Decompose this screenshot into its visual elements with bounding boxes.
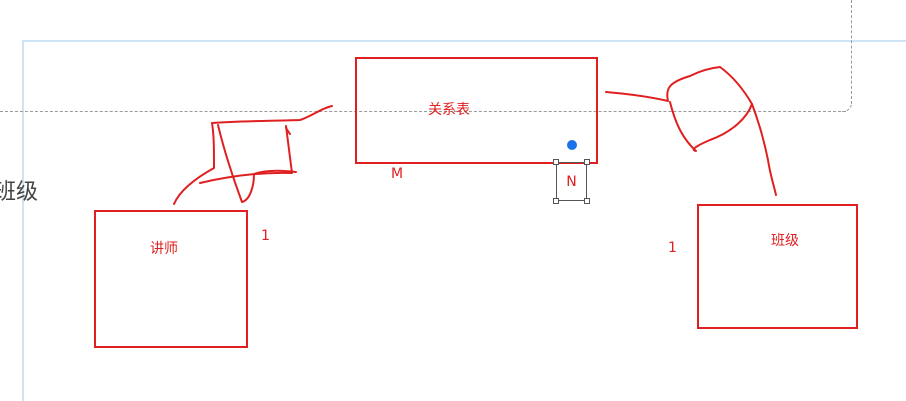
resize-handle-bottom-right[interactable] — [584, 198, 590, 204]
cropped-side-text: 班级 — [0, 180, 39, 205]
relation-entity-label: 关系表 — [428, 102, 470, 118]
teacher-one-label: 1 — [261, 228, 270, 244]
class-entity-box[interactable] — [697, 204, 858, 329]
resize-handle-top-left[interactable] — [553, 159, 559, 165]
canvas-frame-left — [22, 40, 24, 401]
class-entity-label: 班级 — [771, 233, 799, 249]
resize-handle-top-right[interactable] — [584, 159, 590, 165]
teacher-entity-label: 讲师 — [150, 241, 178, 257]
connector-teacher-relation-inner — [217, 124, 297, 203]
dashed-frame-bottom — [0, 111, 846, 112]
connector-relation-class — [605, 66, 753, 152]
connector-relation-class-tail — [751, 103, 777, 196]
connector-teacher-relation-tick — [285, 127, 291, 135]
canvas-frame-top — [22, 40, 906, 42]
relation-n-label: N — [566, 173, 577, 190]
rotate-handle-dot[interactable] — [567, 140, 577, 150]
teacher-entity-box[interactable] — [94, 210, 248, 348]
relation-m-label: M — [391, 166, 404, 182]
class-one-label: 1 — [668, 240, 677, 256]
resize-handle-bottom-left[interactable] — [553, 198, 559, 204]
connector-teacher-relation-stroke — [199, 125, 293, 184]
dashed-frame-right — [851, 0, 852, 104]
selected-n-textbox[interactable]: N — [556, 162, 587, 201]
connector-teacher-relation — [173, 105, 333, 205]
relation-entity-box[interactable] — [355, 57, 598, 164]
